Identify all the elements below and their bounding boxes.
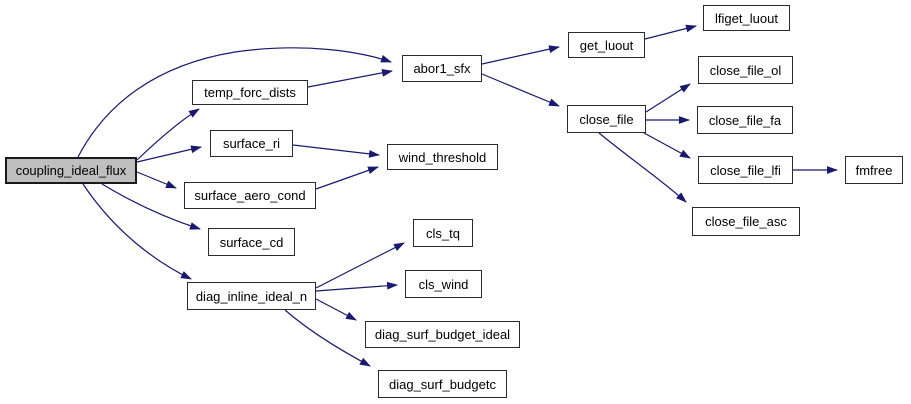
edge-diag_inline_ideal_n-cls_tq [315,242,405,289]
node-diag_surf_budgetc[interactable]: diag_surf_budgetc [378,370,507,398]
edge-close_file-close_file_asc [598,132,687,203]
node-diag_surf_budget_ideal[interactable]: diag_surf_budget_ideal [365,321,520,348]
edge-coupling_ideal_flux-surface_aero_cond [136,171,177,189]
edge-diag_inline_ideal_n-diag_surf_budget_ideal [315,298,357,321]
edge-abor1_sfx-close_file [481,73,560,107]
edge-coupling_ideal_flux-temp_forc_dists [136,108,200,161]
node-abor1_sfx[interactable]: abor1_sfx [402,55,482,82]
node-get_luout[interactable]: get_luout [568,32,645,58]
edge-surface_ri-wind_threshold [292,144,380,158]
node-surface_aero_cond[interactable]: surface_aero_cond [184,182,316,209]
node-close_file_asc[interactable]: close_file_asc [692,207,800,236]
edge-diag_inline_ideal_n-cls_wind [315,281,398,292]
node-surface_cd[interactable]: surface_cd [208,228,295,256]
node-close_file_lfi[interactable]: close_file_lfi [698,156,793,184]
node-temp_forc_dists[interactable]: temp_forc_dists [192,80,308,105]
edge-diag_inline_ideal_n-diag_surf_budgetc [284,309,371,367]
node-coupling_ideal_flux: coupling_ideal_flux [5,157,137,184]
node-close_file_ol[interactable]: close_file_ol [698,56,793,84]
node-close_file_fa[interactable]: close_file_fa [697,106,793,134]
node-surface_ri[interactable]: surface_ri [210,130,293,157]
edge-surface_aero_cond-wind_threshold [315,166,379,190]
node-fmfree[interactable]: fmfree [845,156,903,184]
edge-close_file-close_file_ol [645,83,691,113]
edge-coupling_ideal_flux-abor1_sfx [77,47,392,158]
node-diag_inline_ideal_n[interactable]: diag_inline_ideal_n [187,282,316,310]
edge-coupling_ideal_flux-diag_inline_ideal_n [82,183,192,280]
edge-close_file-close_file_lfi [643,132,691,159]
node-cls_wind[interactable]: cls_wind [405,270,482,298]
edge-get_luout-lfiget_luout [644,24,697,40]
node-lfiget_luout[interactable]: lfiget_luout [703,5,790,31]
node-close_file[interactable]: close_file [567,105,646,133]
edge-coupling_ideal_flux-surface_ri [136,145,202,163]
edge-abor1_sfx-get_luout [481,45,560,65]
edge-temp_forc_dists-abor1_sfx [307,69,393,88]
edge-coupling_ideal_flux-surface_cd [101,183,201,230]
node-cls_tq[interactable]: cls_tq [413,219,473,247]
node-wind_threshold[interactable]: wind_threshold [387,144,498,170]
